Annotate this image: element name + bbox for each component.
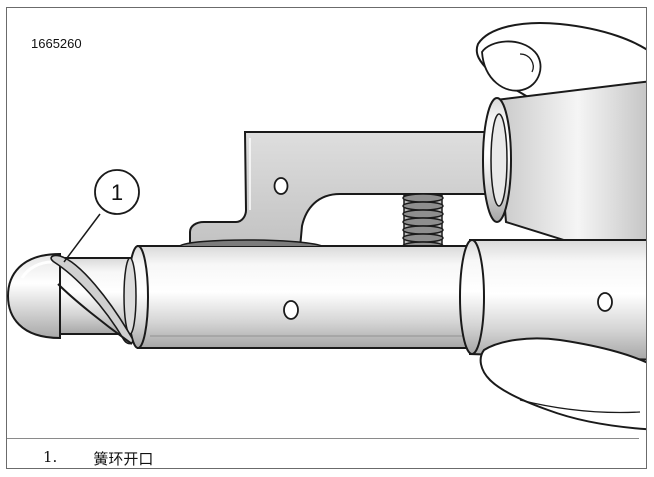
lever-pivot-hole (273, 177, 289, 195)
handle-sleeve (482, 80, 646, 267)
tube-hole (283, 300, 299, 320)
legend: 1. 簧环开口 (43, 448, 153, 469)
lever-arm (189, 131, 507, 249)
spring (402, 193, 444, 251)
pin-cap (7, 252, 61, 340)
hand-bottom (479, 337, 646, 431)
legend-item-1-text: 簧环开口 (93, 450, 154, 468)
callout-1-number: 1 (111, 180, 123, 205)
spring-clip (50, 254, 134, 345)
right-tube-hole (597, 292, 613, 312)
callout-1: 1 (63, 169, 140, 263)
right-tube (459, 239, 646, 361)
main-tube (127, 239, 471, 349)
legend-divider (7, 438, 639, 439)
legend-item-1-number: 1. (43, 448, 58, 466)
figure-id-label: 1665260 (31, 36, 82, 51)
